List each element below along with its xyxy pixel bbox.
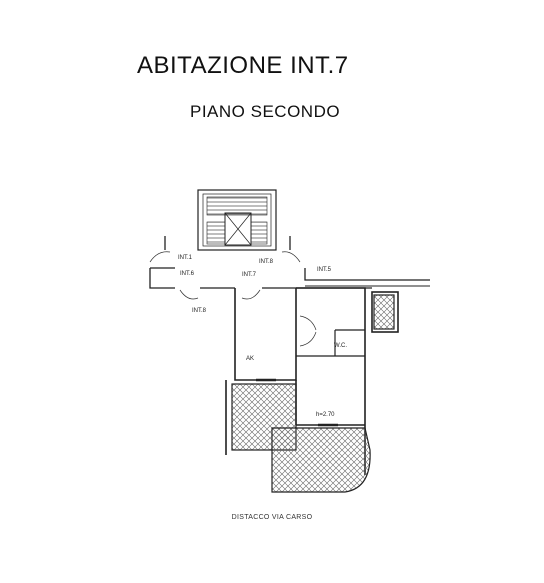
plan-title: ABITAZIONE INT.7 — [137, 52, 349, 79]
floor-subtitle: PIANO SECONDO — [190, 102, 341, 121]
door-swings — [149, 251, 317, 347]
label-int5: INT.5 — [317, 267, 332, 273]
label-int8-lower: INT.8 — [192, 308, 207, 314]
terrace — [231, 294, 395, 493]
label-int6: INT.6 — [180, 271, 195, 277]
street-caption: DISTACCO VIA CARSO — [231, 514, 313, 521]
label-int1: INT.1 — [178, 255, 193, 261]
label-wc: W.C. — [334, 343, 347, 349]
label-int7: INT.7 — [242, 272, 257, 278]
stair-core — [197, 189, 277, 251]
label-int8: INT.8 — [259, 259, 274, 265]
landing-walls — [149, 236, 430, 289]
label-height: h=2.70 — [316, 412, 335, 418]
label-ak: AK — [246, 356, 254, 362]
